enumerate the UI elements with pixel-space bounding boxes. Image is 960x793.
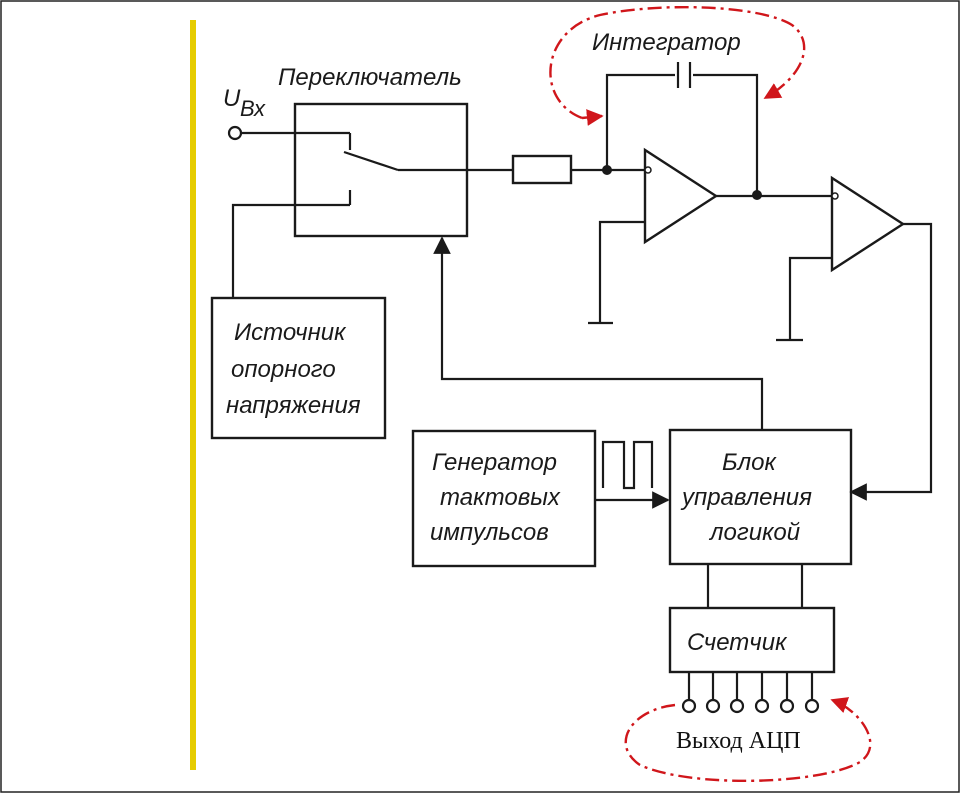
integrator-feedback-wire [605,73,675,170]
logic-label-3: логикой [708,519,800,546]
comparator-ground-wire [788,256,832,340]
reference-label-3: напряжения [226,392,361,419]
counter-block [668,606,836,674]
logic-control-block [668,428,853,566]
clock-generator-block [411,429,597,568]
clock-label-2: тактовых [440,484,561,511]
reference-label-1: Источник [234,319,347,346]
counter-output-pins [681,672,820,714]
input-resistor [511,154,573,185]
logic-label-2: управления [680,484,812,511]
integrator-output-node [752,190,762,200]
comparator-opamp [830,175,906,273]
reference-source-block [210,296,387,440]
yellow-divider-bar [190,20,196,770]
switch-label: Переключатель [278,64,462,91]
reference-label-2: опорного [231,356,336,383]
svg-text:U: U [223,85,241,112]
comparator-output-wire [849,222,933,501]
adc-output-label: Выход АЦП [676,728,801,754]
input-label: Вх [240,96,266,121]
output-pin [779,698,795,714]
output-pin [754,698,770,714]
integrator-opamp [643,147,719,245]
output-pin [729,698,745,714]
output-pin [681,698,697,714]
control-to-switch-wire [433,236,764,430]
input-terminal [227,125,243,141]
adc-output-highlight-loop [624,697,872,782]
clock-pulse-icon [601,440,654,490]
clock-label-3: импульсов [430,519,549,546]
switch-blade [343,150,399,172]
logic-label-1: Блок [722,449,778,476]
integrator-label: Интегратор [592,29,741,56]
clock-label-1: Генератор [432,449,557,476]
reference-wire [231,203,350,298]
opamp1-ground-wire [598,220,645,323]
counter-label: Счетчик [687,629,788,656]
integrator-highlight-loop [549,5,806,120]
output-pin [804,698,820,714]
output-pin [705,698,721,714]
